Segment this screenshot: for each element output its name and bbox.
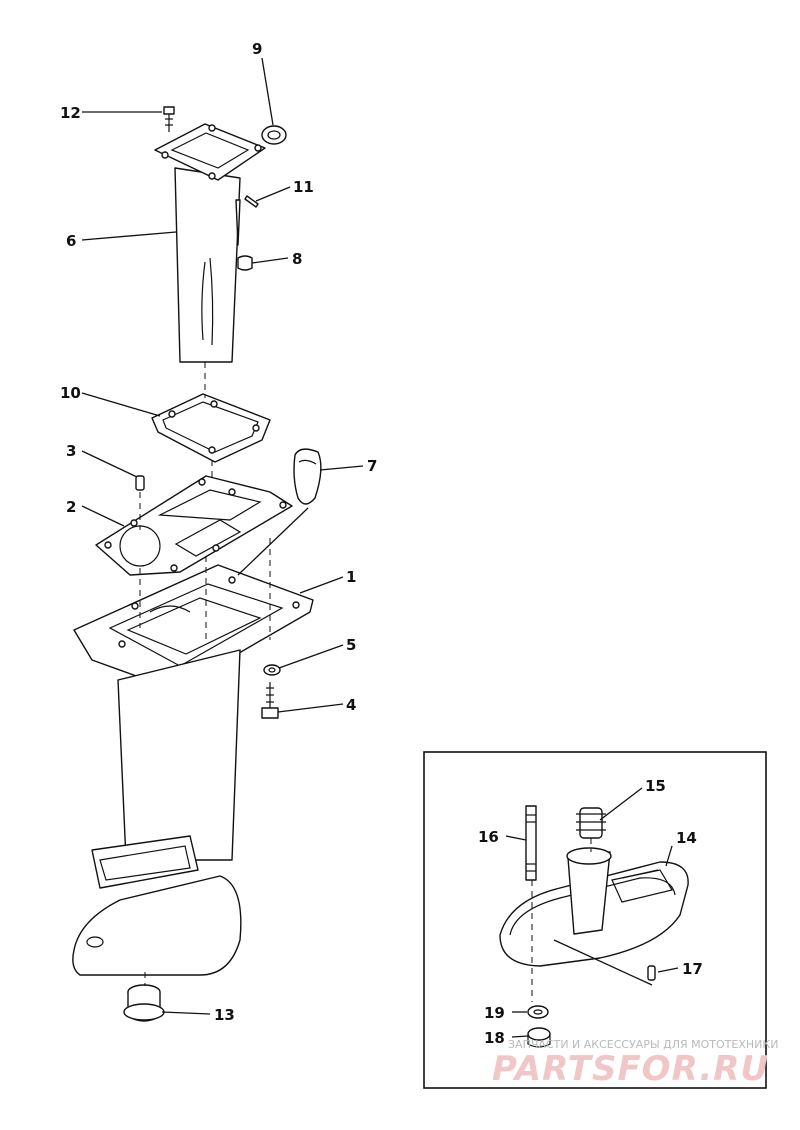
callout-1: 1 xyxy=(346,568,356,586)
callout-2: 2 xyxy=(66,498,76,516)
callout-18: 18 xyxy=(484,1029,505,1047)
exhaust-housing-1-part xyxy=(72,564,314,976)
bolt-12-part xyxy=(163,106,175,132)
inset-frame xyxy=(423,751,767,1089)
pin-11-part xyxy=(244,195,259,208)
stud-16-part xyxy=(525,805,537,881)
callout-4: 4 xyxy=(346,696,356,714)
nut-18-part xyxy=(527,1027,551,1048)
callout-12: 12 xyxy=(60,104,81,122)
cover-7-part xyxy=(293,448,322,505)
callout-9: 9 xyxy=(252,40,262,58)
washer-5-part xyxy=(263,664,281,676)
inset-guide-lines xyxy=(531,838,653,1002)
callout-8: 8 xyxy=(292,250,302,268)
callout-14: 14 xyxy=(676,829,697,847)
callout-11: 11 xyxy=(293,178,314,196)
watermark-logo: PARTSFOR.RU xyxy=(492,1049,769,1089)
impeller-15-part xyxy=(576,807,606,839)
callout-13: 13 xyxy=(214,1006,235,1024)
callout-15: 15 xyxy=(645,777,666,795)
callout-5: 5 xyxy=(346,636,356,654)
assembly-guide-lines xyxy=(139,362,271,986)
callout-7: 7 xyxy=(367,457,377,475)
bolt-4-part xyxy=(261,682,279,719)
callout-17: 17 xyxy=(682,960,703,978)
inset-leader-lines xyxy=(505,787,679,1038)
seal-9-part xyxy=(261,125,287,145)
callout-16: 16 xyxy=(478,828,499,846)
pin-17-part xyxy=(647,965,656,981)
watermark-tagline: ЗАПЧАСТИ И АКСЕССУАРЫ ДЛЯ МОТОТЕХНИКИ xyxy=(508,1038,778,1051)
callout-10: 10 xyxy=(60,384,81,402)
gasket-10-part xyxy=(151,393,271,463)
callout-6: 6 xyxy=(66,232,76,250)
drive-tube-part xyxy=(154,123,266,363)
grommet-13-part xyxy=(123,984,165,1022)
callout-3: 3 xyxy=(66,442,76,460)
dowel-3-part xyxy=(135,475,145,491)
callout-19: 19 xyxy=(484,1004,505,1022)
gasket-2-part xyxy=(95,475,293,576)
washer-19-part xyxy=(527,1005,549,1019)
pump-base-14-part xyxy=(499,847,689,967)
plug-8-part xyxy=(237,255,253,271)
leader-lines xyxy=(81,57,364,1015)
